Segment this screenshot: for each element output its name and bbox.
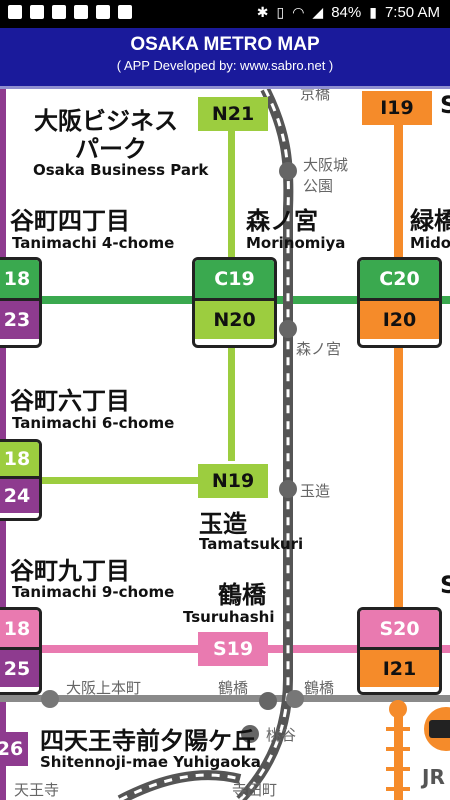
jr-label-osakajo: 大阪城 [303, 156, 349, 174]
station-jp-osaka-bp-1: 大阪ビジネス [34, 107, 178, 135]
jr-label-morinomiya: 森ノ宮 [296, 340, 342, 358]
badge-i19[interactable]: I19 [362, 91, 432, 125]
station-jp-tanimachi6: 谷町六丁目 [10, 387, 130, 415]
jr-label-teradacho: 寺田町 [232, 781, 278, 799]
badge-s19[interactable]: S19 [198, 632, 268, 666]
app-title: OSAKA METRO MAP [130, 34, 320, 55]
badge-25: 25 [0, 647, 39, 687]
box-tanimachi6[interactable]: 18 24 [0, 439, 42, 521]
offscreen-label-right-mid: S [440, 571, 450, 599]
badge-18-a: 18 [0, 260, 39, 298]
image-notification-icon [8, 5, 22, 19]
badge-26[interactable]: 26 [0, 732, 28, 766]
lime-branch [40, 477, 200, 484]
send-notification-icon [74, 5, 88, 19]
station-jp-tsuruhashi: 鶴橋 [218, 581, 266, 609]
metro-map[interactable]: 京橋 大阪ビジネス パーク Osaka Business Park N21 I1… [0, 89, 450, 800]
app-header: OSAKA METRO MAP ( APP Developed by: www.… [0, 28, 450, 89]
kintetsu-label-tsuruhashi-left: 鶴橋 [218, 679, 249, 697]
station-jp-shitennoji: 四天王寺前夕陽ケ丘 [40, 727, 256, 755]
badge-n19[interactable]: N19 [198, 464, 268, 498]
station-jp-midori: 緑橋 [410, 207, 450, 235]
box-tanimachi9[interactable]: 18 25 [0, 607, 42, 695]
vibrate-icon: ▯ [276, 4, 285, 20]
badge-i21: I21 [360, 647, 439, 687]
battery-icon: ▮ [369, 4, 377, 20]
shield-notification-icon [118, 5, 132, 19]
badge-i20: I20 [360, 298, 439, 339]
badge-18-b: 18 [0, 442, 39, 476]
badge-23: 23 [0, 298, 39, 339]
jr-label-koen: 公園 [303, 177, 334, 195]
bluetooth-icon: ✱ [256, 4, 269, 20]
orange-line [394, 119, 403, 800]
offscreen-label-right-top: S [440, 91, 450, 119]
badge-n20: N20 [195, 298, 274, 339]
app-subtitle: ( APP Developed by: www.sabro.net ) [116, 58, 334, 73]
kintetsu-label-tsuruhashi-right: 鶴橋 [304, 679, 335, 697]
badge-c19: C19 [195, 260, 274, 298]
wifi-notification-icon [96, 5, 110, 19]
badge-n21[interactable]: N21 [198, 97, 268, 131]
station-jp-tamatsukuri: 玉造 [199, 510, 247, 538]
jr-text: JR [422, 765, 445, 789]
notification-icons [8, 5, 132, 19]
station-jp-tanimachi4: 谷町四丁目 [10, 207, 130, 235]
jr-label-momodani: 桃谷 [266, 726, 297, 744]
station-jp-morinomiya: 森ノ宮 [246, 207, 318, 235]
status-bar: ✱ ▯ ◠ ◢ 84% ▮ 7:50 AM [0, 0, 450, 28]
box-imazato[interactable]: S20 I21 [357, 607, 442, 695]
station-en-shitennoji: Shitennoji-mae Yuhigaoka [40, 753, 261, 771]
clock: 7:50 AM [384, 4, 440, 21]
station-en-midori: Mido [410, 234, 450, 252]
station-en-tanimachi9: Tanimachi 9-chome [12, 583, 175, 601]
station-jp-tanimachi9: 谷町九丁目 [10, 557, 130, 585]
station-en-tanimachi4: Tanimachi 4-chome [12, 234, 175, 252]
jr-label-kyobashi: 京橋 [300, 89, 331, 103]
signal-icon: ◢ [312, 4, 324, 20]
box-tanimachi4[interactable]: 18 23 [0, 257, 42, 348]
station-en-tanimachi6: Tanimachi 6-chome [12, 414, 175, 432]
wifi-icon: ◠ [292, 4, 305, 20]
badge-s20: S20 [360, 610, 439, 647]
station-en-osaka-bp: Osaka Business Park [33, 161, 209, 179]
box-midoribashi[interactable]: C20 I20 [357, 257, 442, 348]
kintetsu-line [0, 695, 450, 702]
station-en-tamatsukuri: Tamatsukuri [199, 535, 304, 553]
badge-c20: C20 [360, 260, 439, 298]
photo-notification-icon [52, 5, 66, 19]
mail-notification-icon [30, 5, 44, 19]
badge-24: 24 [0, 476, 39, 513]
station-en-morinomiya: Morinomiya [246, 234, 346, 252]
kintetsu-label-uehommachi: 大阪上本町 [66, 679, 142, 697]
battery-percent: 84% [331, 4, 362, 21]
badge-18-c: 18 [0, 610, 39, 647]
jr-label-tamatsukuri: 玉造 [300, 482, 331, 500]
kintetsu-label-tennoji: 天王寺 [14, 781, 60, 799]
station-en-tsuruhashi: Tsuruhashi [183, 608, 275, 626]
box-morinomiya[interactable]: C19 N20 [192, 257, 277, 348]
station-jp-osaka-bp-2: パーク [75, 135, 147, 163]
